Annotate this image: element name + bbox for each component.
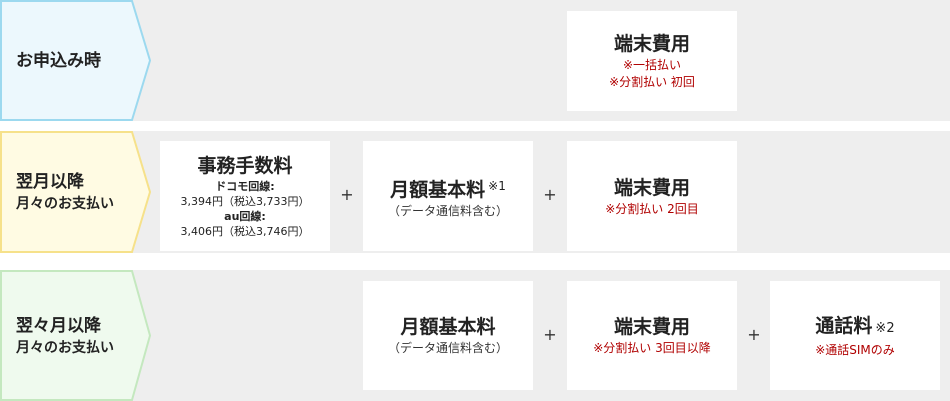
row-label-line1: お申込み時 (16, 50, 101, 71)
monthly-base-fee-title: 月額基本料 (390, 178, 486, 201)
note-marker: ※1 (488, 178, 506, 193)
au-value: 3,406円（税込3,746円） (180, 225, 310, 238)
call-charge-box: 通話料※2 ※通話SIMのみ (770, 281, 940, 390)
row-application: お申込み時 端末費用 ※一括払い ※分割払い 初回 (0, 0, 950, 121)
au-label: au回線: (224, 210, 266, 223)
plus-sign: + (543, 185, 557, 204)
call-sim-only-note: ※通話SIMのみ (815, 342, 895, 357)
row-label-month-after-next: 翌々月以降 月々のお支払い (0, 270, 152, 401)
row-label-next-month: 翌月以降 月々のお支払い (0, 131, 152, 253)
docomo-label: ドコモ回線: (215, 180, 275, 193)
monthly-base-fee-box: 月額基本料※1 （データ通信料含む） (363, 141, 533, 251)
monthly-base-fee-title: 月額基本料 (400, 316, 496, 338)
device-cost-box: 端末費用 ※分割払い 2回目 (567, 141, 737, 251)
monthly-base-fee-box: 月額基本料 （データ通信料含む） (363, 281, 533, 390)
installment-first-note: ※分割払い 初回 (609, 75, 695, 89)
installment-second-note: ※分割払い 2回目 (605, 201, 699, 216)
device-cost-title: 端末費用 (613, 176, 690, 199)
plus-sign: + (747, 325, 761, 344)
installment-third-note: ※分割払い 3回目以降 (593, 341, 711, 355)
row-label-application: お申込み時 (0, 0, 152, 121)
row-month-after-next: 翌々月以降 月々のお支払い 月額基本料 （データ通信料含む） + 端末費用 ※分… (0, 270, 950, 401)
row-label-line2: 月々のお支払い (16, 339, 114, 356)
admin-fee-box: 事務手数料 ドコモ回線: 3,394円（税込3,733円） au回線: 3,40… (160, 141, 330, 251)
arrow-tab-shape (0, 131, 152, 253)
row-label-line1: 翌月以降 (16, 172, 84, 192)
docomo-value: 3,394円（税込3,733円） (180, 195, 310, 208)
arrow-tab-shape (0, 270, 152, 401)
monthly-base-fee-sub: （データ通信料含む） (387, 341, 508, 355)
device-cost-box: 端末費用 ※分割払い 3回目以降 (567, 281, 737, 390)
device-cost-box: 端末費用 ※一括払い ※分割払い 初回 (567, 11, 737, 111)
plus-sign: + (543, 325, 557, 344)
device-cost-title: 端末費用 (613, 316, 690, 338)
note-marker: ※2 (875, 320, 895, 336)
admin-fee-title: 事務手数料 (197, 155, 293, 177)
row-label-line2: 月々のお支払い (16, 196, 114, 212)
device-cost-title: 端末費用 (613, 33, 690, 55)
call-charge-title: 通話料 (815, 314, 873, 337)
row-label-line1: 翌々月以降 (16, 315, 101, 336)
row-next-month: 翌月以降 月々のお支払い 事務手数料 ドコモ回線: 3,394円（税込3,733… (0, 131, 950, 253)
monthly-base-fee-sub: （データ通信料含む） (387, 203, 508, 218)
plus-sign: + (340, 185, 354, 204)
arrow-tab-shape (0, 0, 152, 121)
lump-sum-note: ※一括払い (622, 58, 682, 72)
